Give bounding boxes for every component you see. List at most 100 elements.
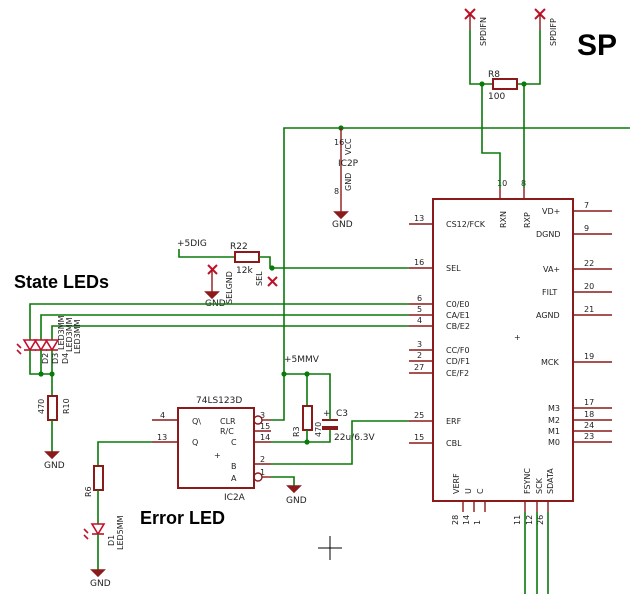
pin-num-left-7: 27 <box>414 363 424 372</box>
ic2a-num-c: 14 <box>260 433 270 442</box>
main-ic-center-mark: + <box>514 333 521 342</box>
ic2a-pin-b: B <box>231 462 237 471</box>
main-ic-left-pins: 13 16 6 5 4 3 2 27 25 15 CS12/FCK SEL C0… <box>409 214 486 448</box>
pin-num-right-5: 19 <box>584 352 594 361</box>
r6-resistor <box>93 465 104 491</box>
ic2a-num-a: 1 <box>260 468 265 477</box>
led-d4 <box>44 339 60 352</box>
r3-ref: R3 <box>292 426 301 437</box>
pin-num-right-6: 17 <box>584 398 594 407</box>
pin-name-right-4: AGND <box>536 311 560 320</box>
led-type-0: LED3MM <box>57 315 66 350</box>
crosshair-cursor-icon <box>318 536 342 560</box>
ic2a-num-b: 2 <box>260 455 265 464</box>
spdifn-label: SPDIFN <box>479 17 488 46</box>
state-leds-block: State LEDs LED3MM LED3MM LED3MM D2 D3 D4… <box>14 272 409 471</box>
led-d2 <box>22 339 38 352</box>
ic2a-num-clr: 3 <box>260 411 265 420</box>
ic2p-vcc-label: VCC <box>344 138 353 155</box>
r8-ref: R8 <box>488 70 500 80</box>
pin-name-right-9: M0 <box>548 438 560 447</box>
r3-resistor <box>302 405 313 431</box>
ic2a-pin-a: A <box>231 474 237 483</box>
pin-name-left-9: CBL <box>446 439 462 448</box>
pin-name-right-3: FILT <box>542 288 557 297</box>
r22-value: 12k <box>236 266 253 276</box>
pin-num-left-8: 25 <box>414 411 424 420</box>
timing-block: +5MMV R3 470 + C3 22u/6.3V <box>271 355 409 465</box>
pin-name-bottom-1: U <box>464 488 473 494</box>
pin-name-left-8: ERF <box>446 417 462 426</box>
pin-name-right-5: MCK <box>541 358 559 367</box>
pin-name-right-6: M3 <box>548 404 560 413</box>
sheet-title: SP <box>577 29 617 62</box>
pin-num-right-1: 9 <box>584 224 589 233</box>
pin-num-left-2: 6 <box>417 294 422 303</box>
pin-num-right-4: 21 <box>584 305 594 314</box>
led-d1 <box>90 523 106 536</box>
ic2a-pin-q-not: Q\ <box>192 417 201 426</box>
r10-resistor <box>47 395 58 421</box>
pin-name-rxn: RXN <box>499 211 508 228</box>
pin-num-right-3: 20 <box>584 282 594 291</box>
pin-name-bottom-3: FSYNC <box>523 468 532 494</box>
ic2a-body <box>177 407 255 489</box>
pin-name-left-7: CE/F2 <box>446 369 469 378</box>
ic2a-pin-q: Q <box>192 438 198 447</box>
error-led-title: Error LED <box>140 508 225 528</box>
ic2p-gnd-label: GND <box>344 173 353 191</box>
ic2a-pin-clr: CLR <box>220 417 236 426</box>
pin-name-rxp: RXP <box>523 212 532 228</box>
pin-name-bottom-5: SDATA <box>546 468 555 494</box>
pin-num-left-0: 13 <box>414 214 424 223</box>
r22-sel-block: +5DIG R22 12k SEL GND SELGND <box>177 239 409 309</box>
ic2a-part: 74LS123D <box>196 396 242 406</box>
pin-name-left-2: C0/E0 <box>446 300 470 309</box>
pin-num-right-0: 7 <box>584 201 589 210</box>
ic2p-ref: IC2P <box>338 159 359 169</box>
state-leds-title: State LEDs <box>14 272 109 292</box>
gnd-label-ic2a: GND <box>286 496 307 506</box>
pin-name-left-0: CS12/FCK <box>446 220 486 229</box>
led-ref-2: D4 <box>61 353 70 364</box>
r8-resistor <box>492 78 518 90</box>
led-d3 <box>33 339 49 352</box>
main-ic: + 10 8 RXN RXP 13 16 6 5 4 3 2 27 <box>409 179 612 594</box>
pin-num-left-3: 5 <box>417 305 422 314</box>
pin-num-bottom-2: 1 <box>473 520 482 525</box>
ic2a-num-q-not: 4 <box>160 411 165 420</box>
r22-resistor <box>234 251 260 263</box>
pin-num-left-1: 16 <box>414 258 424 267</box>
pin-num-bottom-5: 26 <box>536 515 545 525</box>
pin-name-left-1: SEL <box>446 264 461 273</box>
ic2p-gnd-pin-num: 8 <box>334 187 339 196</box>
pin-num-rxn: 10 <box>497 179 507 188</box>
pin-name-right-2: VA+ <box>543 265 560 274</box>
c3-plus: + <box>323 409 331 419</box>
ic2a-num-rc: 15 <box>260 422 270 431</box>
pin-name-left-3: CA/E1 <box>446 311 470 320</box>
led-type-1: LED3MM <box>65 317 74 352</box>
c3-ref: C3 <box>336 409 348 419</box>
pin-name-right-8: M1 <box>548 427 560 436</box>
ic2p-power-block: 16 VCC IC2P 8 GND GND <box>283 125 630 374</box>
pin-name-bottom-0: VERF <box>452 473 461 494</box>
r8-value: 100 <box>488 92 505 102</box>
ic2p-vcc-pin-num: 16 <box>334 138 344 147</box>
pin-name-right-7: M2 <box>548 416 560 425</box>
pin-num-bottom-3: 11 <box>513 515 522 525</box>
ic2a-center-mark: + <box>214 451 221 460</box>
pin-name-right-0: VD+ <box>542 207 560 216</box>
pin-name-right-1: DGND <box>536 230 561 239</box>
pin-name-left-6: CD/F1 <box>446 357 470 366</box>
main-ic-right-pins: 7 9 22 20 21 19 17 18 24 23 VD+ DGND VA+… <box>536 201 612 447</box>
gnd-label-ic2p: GND <box>332 220 353 230</box>
pin-num-left-5: 3 <box>417 340 422 349</box>
pin-num-right-2: 22 <box>584 259 594 268</box>
spdifp-label: SPDIFP <box>549 18 558 46</box>
ic2a-num-q: 13 <box>157 433 167 442</box>
spdif-input-block: SPDIFN SPDIFP R8 100 <box>464 8 558 188</box>
pin-num-right-8: 24 <box>584 421 594 430</box>
pin-num-right-9: 23 <box>584 432 594 441</box>
